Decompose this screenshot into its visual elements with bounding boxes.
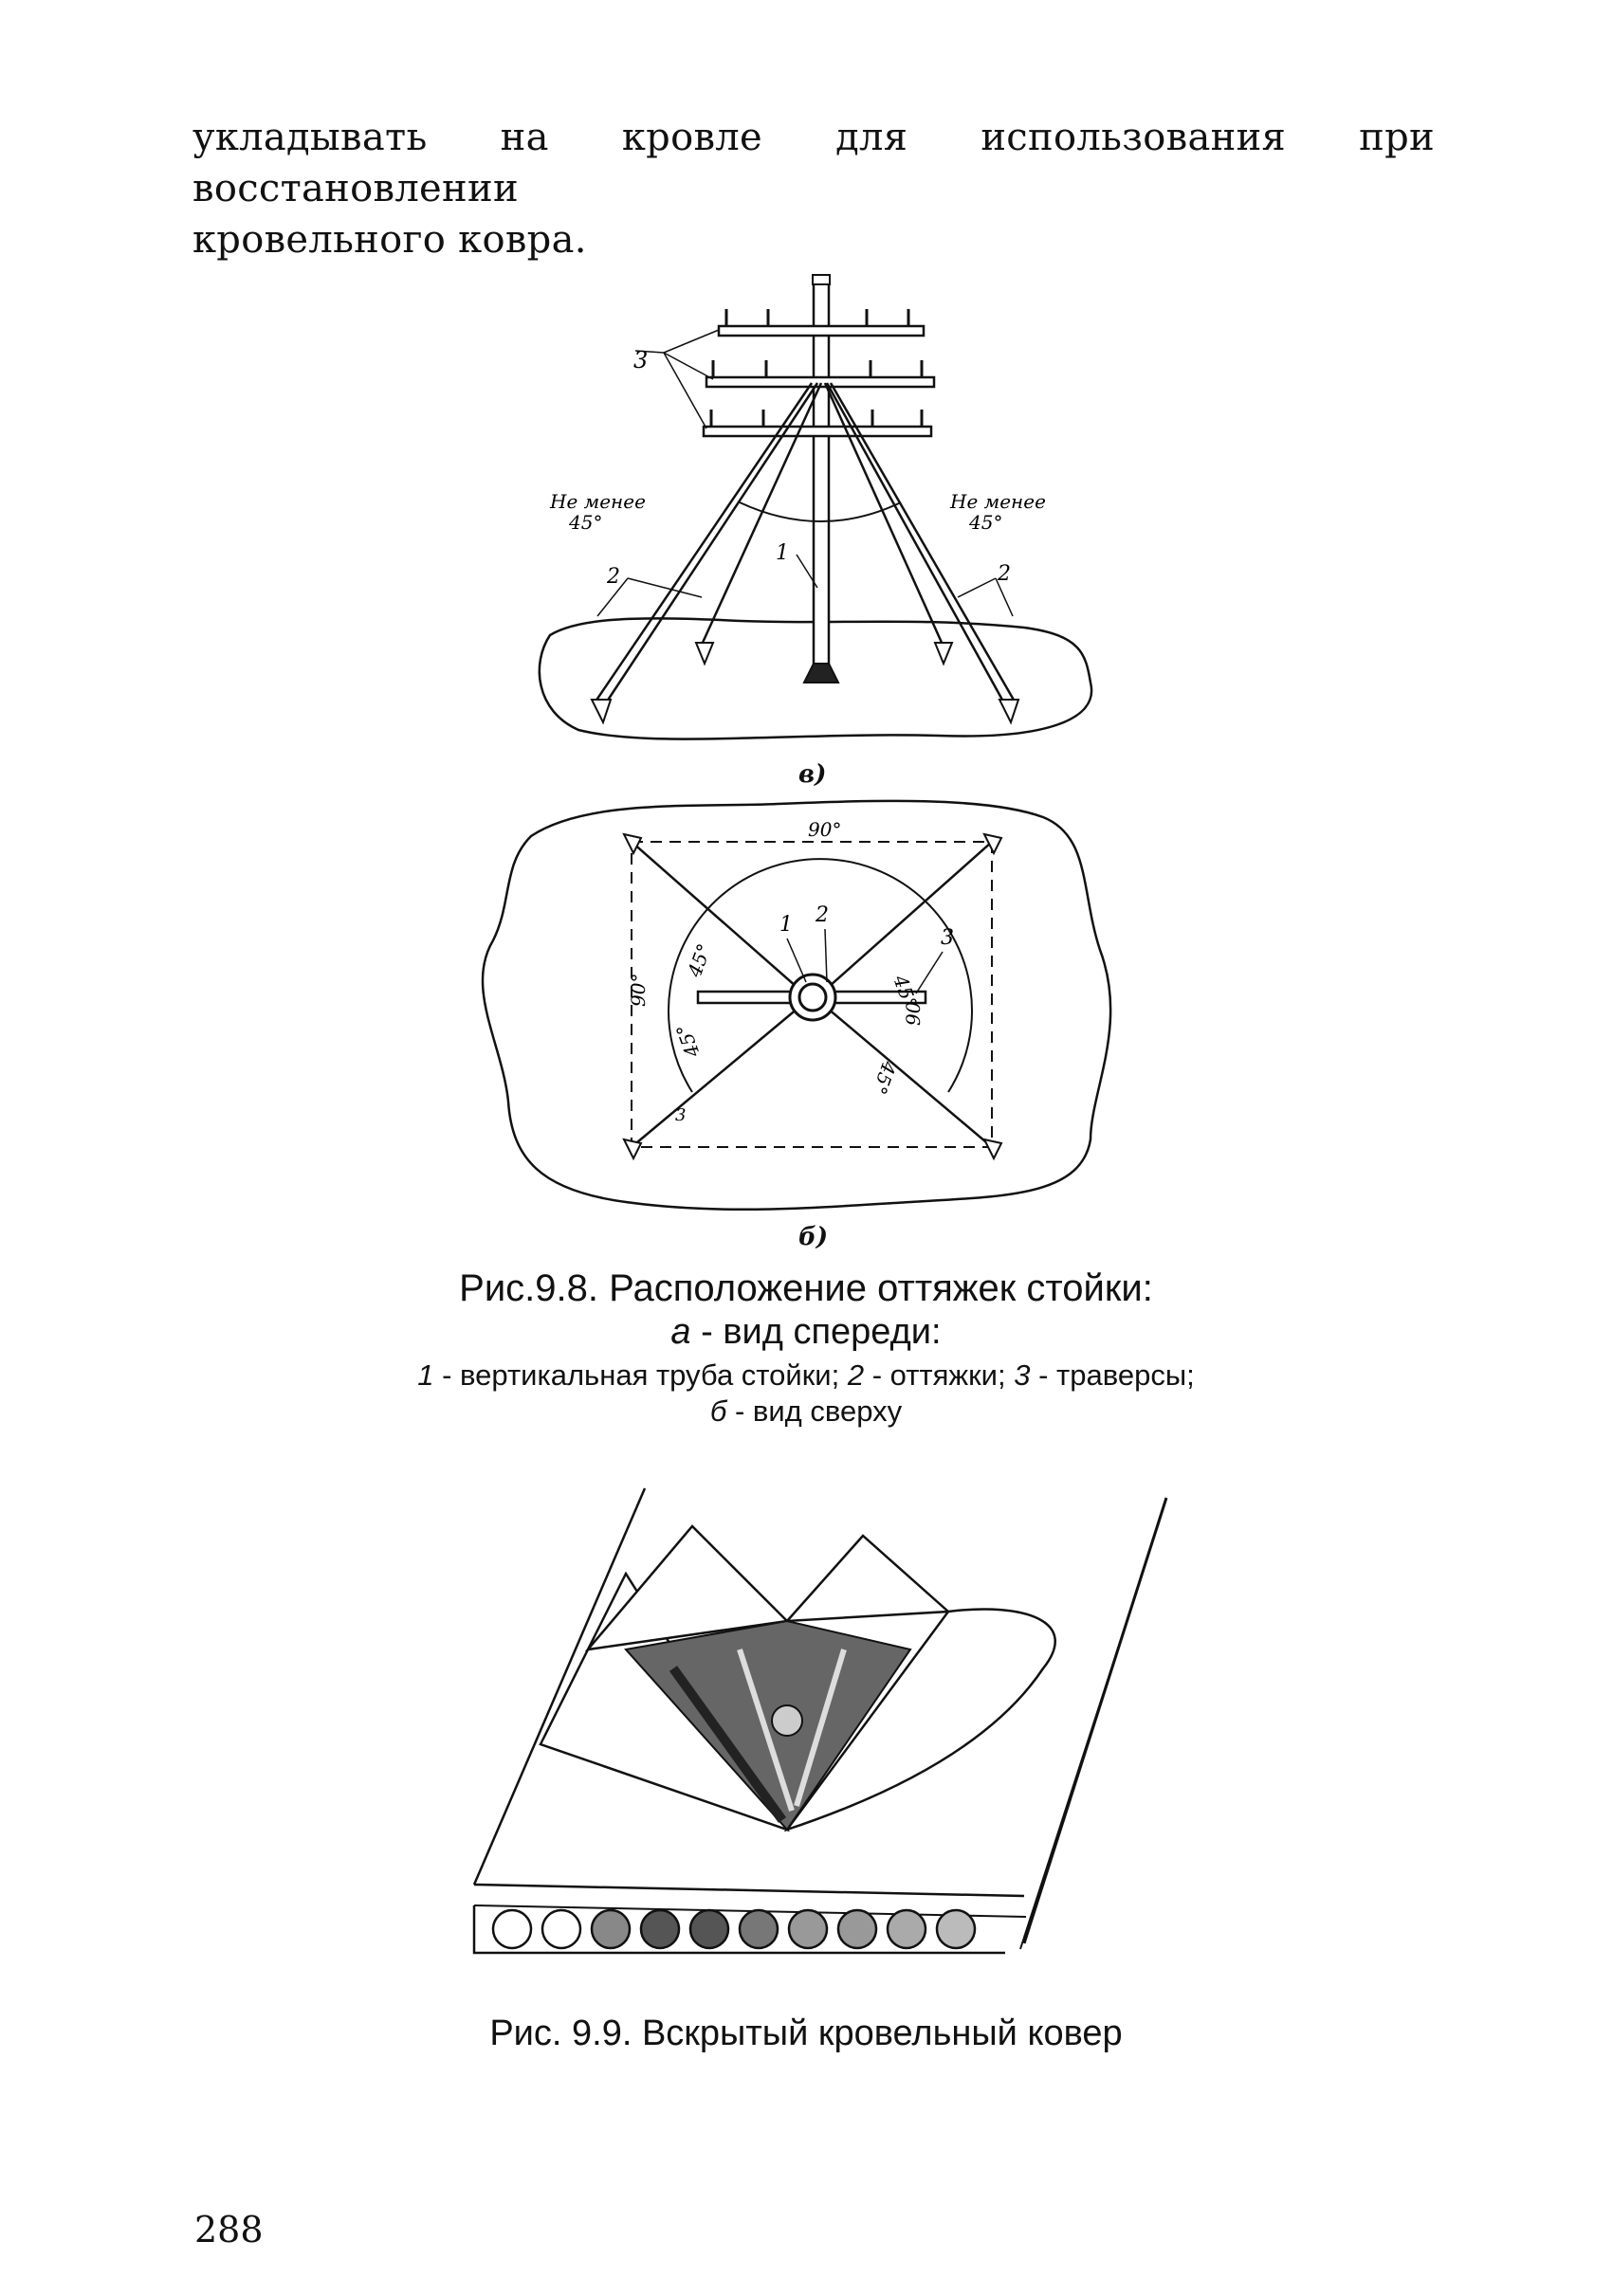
callout-anchor-top: 3 [675,1105,686,1125]
intro-line-2: кровельного ковра. [192,218,587,262]
mast-base [802,663,840,683]
callout-3-top: 3 [941,926,954,950]
panel-label-a: в) [798,760,827,789]
hollow-cores [491,1908,977,1950]
page-number: 288 [194,2209,264,2250]
callout-1-top: 1 [779,913,793,937]
guy-lines-top [631,841,993,1148]
intro-line-1: укладывать на кровле для использования п… [192,116,1435,210]
figure-9-8-caption-view-a: а - вид спереди: [332,1311,1280,1353]
legend-num-1: 1 [417,1358,434,1392]
legend-num-2: 2 [847,1358,865,1392]
callout-1-front: 1 [776,541,789,565]
flap-back-right [784,1534,952,1623]
angle-45-ll: 45° [671,1021,705,1061]
angle-90-right: 90 [902,1001,925,1026]
slab-top-edge [472,1487,647,1886]
traverses [702,324,936,438]
core-hole [771,1704,803,1737]
angle-90-top: 90° [808,818,841,841]
angle-45-ul: 45° [683,940,716,980]
panel-label-b: б) [798,1223,829,1251]
traverse-pins [709,309,924,427]
figure-9-8-top-view: 90° 90° 90 45° 45° 45° 45° 1 2 3 3 [481,799,1112,1212]
ground-outline [538,617,1093,740]
angle-arc [739,501,902,522]
figure-9-9-roof-carpet [472,1487,1168,1955]
flap-back-left [584,1524,790,1651]
figure-9-8-caption-legend: 1 - вертикальная труба стойки; 2 - оттяж… [332,1358,1280,1394]
view-b-text: - вид сверху [734,1394,903,1428]
angle-note-right-1: Не менее [949,490,1046,513]
figure-9-8-front-view: 3 2 2 1 Не менее 45° Не менее 45° [538,274,1093,740]
ground-outline-top [481,799,1112,1212]
legend-text-2: - оттяжки; [871,1358,1006,1392]
legend-num-3: 3 [1014,1358,1031,1392]
dashed-square [631,841,993,1148]
legend-text-3: - траверсы; [1038,1358,1195,1392]
anchors [590,642,1020,725]
figure-9-8-caption-view-b: б - вид сверху [332,1394,1280,1430]
flap-right-curl [783,1608,1056,1832]
angle-note-right-2: 45° [968,511,1002,534]
legend-text-1: - вертикальная труба стойки; [442,1358,840,1392]
view-a-text: - вид спереди: [701,1312,942,1352]
angle-45-lr: 45° [868,1057,901,1097]
callout-3-front: 3 [633,347,648,374]
intro-paragraph: укладывать на кровле для использования п… [192,112,1435,265]
callout-2-top: 2 [815,903,829,927]
figure-9-8-caption-title: Рис.9.8. Расположение оттяжек стойки: [459,1267,1153,1309]
angle-note-left-1: Не менее [549,490,646,513]
angle-90-left: 90° [627,974,650,1007]
callout-2-right: 2 [997,562,1011,586]
angle-note-left-2: 45° [568,511,602,534]
guy-wires [594,382,1017,702]
view-a-letter: а [670,1312,691,1352]
callout-2-left: 2 [606,565,620,589]
figure-9-9-caption: Рис. 9.9. Вскрытый кровельный ковер [489,2014,1123,2053]
angle-circle [668,858,973,1093]
view-b-letter: б [709,1394,727,1428]
corner-anchors [622,832,1003,1161]
